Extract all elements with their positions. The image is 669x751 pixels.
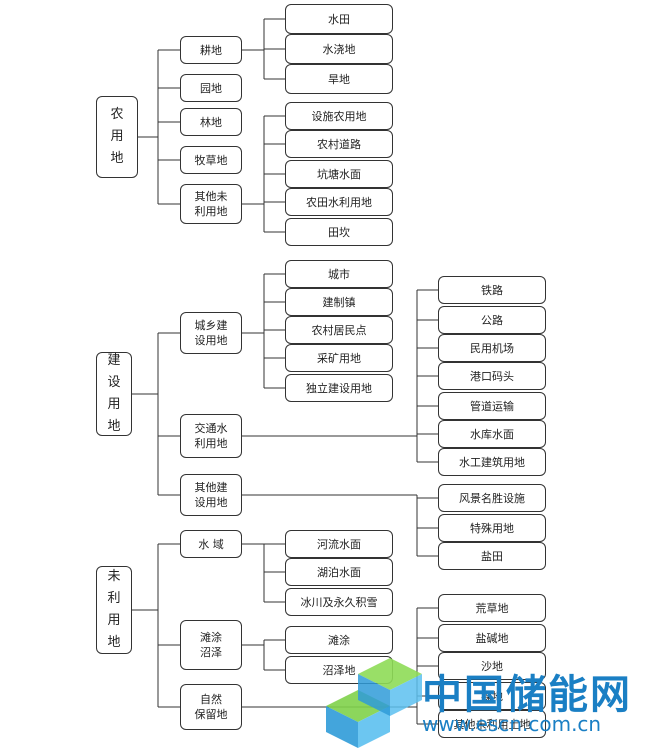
leaf-town: 建制镇 <box>285 288 393 316</box>
node-beach-swamp: 滩涂 沼泽 <box>180 620 242 670</box>
leaf-civil-airport: 民用机场 <box>438 334 546 362</box>
watermark-logo-icon <box>326 658 422 748</box>
node-forest-land: 林地 <box>180 108 242 136</box>
node-water-area: 水 域 <box>180 530 242 558</box>
leaf-farm-irrigation-land: 农田水利用地 <box>285 188 393 216</box>
leaf-glacier-snow: 冰川及永久积雪 <box>285 588 393 616</box>
leaf-rural-road: 农村道路 <box>285 130 393 158</box>
leaf-other-unused-land: 其他未利用土地 <box>438 710 546 738</box>
node-grassland: 牧草地 <box>180 146 242 174</box>
leaf-pipeline-transport: 管道运输 <box>438 392 546 420</box>
leaf-special-land: 特殊用地 <box>438 514 546 542</box>
leaf-railway: 铁路 <box>438 276 546 304</box>
node-other-construction: 其他建 设用地 <box>180 474 242 516</box>
watermark-text: 中国储能网 <box>422 672 632 718</box>
node-cultivated-land: 耕地 <box>180 36 242 64</box>
leaf-scenic-facilities: 风景名胜设施 <box>438 484 546 512</box>
leaf-bare-land: 裸地 <box>438 682 546 710</box>
leaf-waste-grassland: 荒草地 <box>438 594 546 622</box>
leaf-sandy-land: 沙地 <box>438 652 546 680</box>
category-construction-land: 建 设 用 地 <box>96 352 132 436</box>
leaf-lake-water: 湖泊水面 <box>285 558 393 586</box>
leaf-pond-water: 坑塘水面 <box>285 160 393 188</box>
node-garden-land: 园地 <box>180 74 242 102</box>
leaf-city: 城市 <box>285 260 393 288</box>
node-transport-water-land: 交通水 利用地 <box>180 414 242 458</box>
category-agricultural-land: 农 用 地 <box>96 96 138 178</box>
leaf-salt-field: 盐田 <box>438 542 546 570</box>
leaf-rural-settlement: 农村居民点 <box>285 316 393 344</box>
leaf-beach: 滩涂 <box>285 626 393 654</box>
leaf-independent-construction: 独立建设用地 <box>285 374 393 402</box>
leaf-highway: 公路 <box>438 306 546 334</box>
category-unused-land: 未 利 用 地 <box>96 566 132 654</box>
leaf-river-water: 河流水面 <box>285 530 393 558</box>
leaf-paddy-field: 水田 <box>285 4 393 34</box>
leaf-saline-alkali-land: 盐碱地 <box>438 624 546 652</box>
leaf-hydraulic-construction: 水工建筑用地 <box>438 448 546 476</box>
node-other-unused-agri: 其他未 利用地 <box>180 184 242 224</box>
node-natural-reserved: 自然 保留地 <box>180 684 242 730</box>
watermark-url: www.escn.com.cn <box>422 712 602 736</box>
node-urban-rural-construction: 城乡建 设用地 <box>180 312 242 354</box>
leaf-facility-agri-land: 设施农用地 <box>285 102 393 130</box>
leaf-port-wharf: 港口码头 <box>438 362 546 390</box>
leaf-dry-land: 旱地 <box>285 64 393 94</box>
leaf-mining-land: 采矿用地 <box>285 344 393 372</box>
leaf-reservoir-water: 水库水面 <box>438 420 546 448</box>
leaf-irrigated-land: 水浇地 <box>285 34 393 64</box>
leaf-field-ridge: 田坎 <box>285 218 393 246</box>
